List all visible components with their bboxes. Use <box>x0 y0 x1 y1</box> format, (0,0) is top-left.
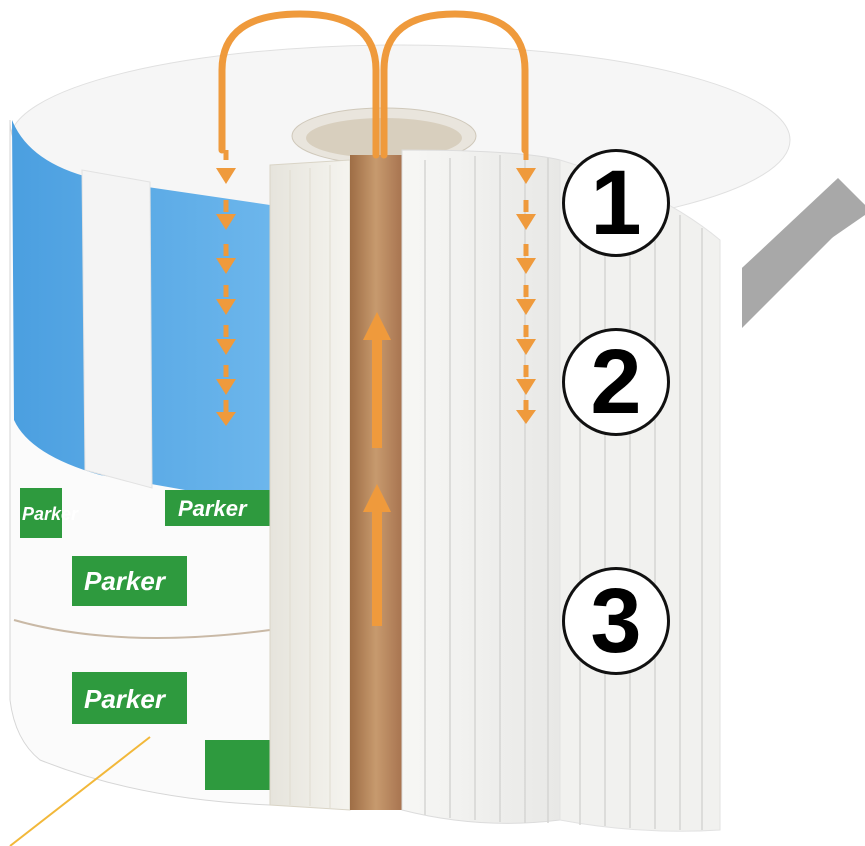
center-core-tube <box>350 155 402 810</box>
brand-label: Parker <box>72 672 187 724</box>
brand-label-text: Parker <box>178 496 248 521</box>
step-badge-1: 1 <box>562 149 670 257</box>
brand-label <box>205 740 270 790</box>
brand-label: Parker <box>72 556 187 606</box>
step-badge-2: 2 <box>562 328 670 436</box>
pleated-media <box>402 150 720 831</box>
step-badge-3: 3 <box>562 567 670 675</box>
cut-face-media-stack <box>270 160 350 810</box>
white-strap <box>82 170 152 488</box>
brand-label-text: Parker <box>84 566 167 596</box>
brand-label-text: Parker <box>84 684 167 714</box>
brand-label: Parker <box>165 490 270 526</box>
brand-label-text: Parker <box>22 504 79 524</box>
